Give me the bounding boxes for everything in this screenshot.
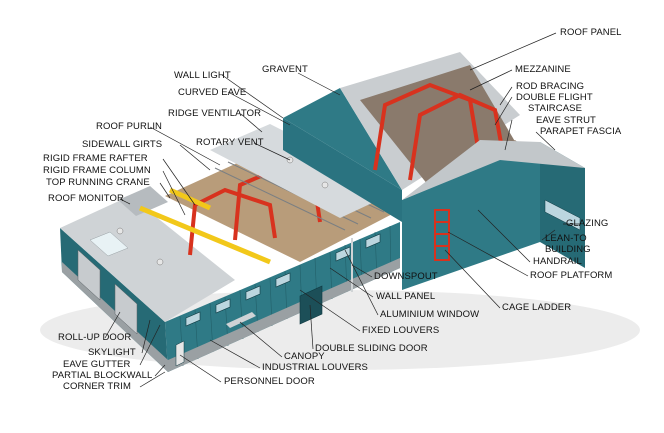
label-double-sliding-door: DOUBLE SLIDING DOOR <box>315 343 428 354</box>
label-top-running-crane: TOP RUNNING CRANE <box>46 177 150 188</box>
label-downspout: DOWNSPOUT <box>374 271 438 282</box>
label-cage-ladder: CAGE LADDER <box>502 302 572 313</box>
aluminium-windows <box>185 233 381 327</box>
tall-frames <box>373 82 507 181</box>
label-roof-platform: ROOF PLATFORM <box>530 270 613 281</box>
label-roof-monitor: ROOF MONITOR <box>48 193 124 204</box>
label-roof-purlin: ROOF PURLIN <box>96 121 163 132</box>
tall-front-wall <box>283 118 402 222</box>
tall-gable <box>283 88 402 190</box>
label-roll-up-door: ROLL-UP DOOR <box>58 332 132 343</box>
double-sliding-door-shape <box>299 285 323 325</box>
label-wall-panel: WALL PANEL <box>376 291 436 302</box>
label-handrail: HANDRAIL <box>533 256 582 267</box>
right-roof <box>210 124 400 218</box>
label-roof-panel: ROOF PANEL <box>560 27 622 38</box>
label-rod-bracing: ROD BRACING <box>516 81 585 92</box>
front-blockwall <box>168 258 400 372</box>
label-glazing: GLAZING <box>566 218 609 229</box>
label-fixed-louvers: FIXED LOUVERS <box>362 325 440 336</box>
label-rigid-frame-column: RIGID FRAME COLUMN <box>43 165 151 176</box>
roll-up-door-shape <box>77 249 101 301</box>
top-running-crane-shape <box>139 187 271 265</box>
label-eave-gutter: EAVE GUTTER <box>63 359 131 370</box>
label-wall-light: WALL LIGHT <box>174 70 231 81</box>
label-gravent: GRAVENT <box>262 64 308 75</box>
label-staircase: STAIRCASE <box>528 103 583 114</box>
lean-to-roof <box>402 140 585 200</box>
label-building: BUILDING <box>545 244 591 255</box>
lean-to-front <box>402 142 540 290</box>
canopy-shape <box>226 312 256 328</box>
label-sidewall-girts: SIDEWALL GIRTS <box>82 139 163 150</box>
label-parapet-fascia: PARAPET FASCIA <box>540 126 622 137</box>
label-personnel-door: PERSONNEL DOOR <box>224 376 315 387</box>
label-canopy: CANOPY <box>284 351 325 362</box>
glazing-shape <box>544 199 581 231</box>
skylight-shape <box>89 231 129 257</box>
roll-up-door-shape-2 <box>114 283 138 335</box>
interior-floor <box>165 148 400 262</box>
label-double-flight: DOUBLE FLIGHT <box>516 92 593 103</box>
label-rotary-vent: ROTARY VENT <box>196 137 264 148</box>
leader-lines <box>104 32 580 388</box>
personnel-door-shape <box>175 340 185 367</box>
label-corner-trim: CORNER TRIM <box>63 381 131 392</box>
front-sidewall <box>165 222 400 372</box>
label-ridge-ventilator: RIDGE VENTILATOR <box>168 108 262 119</box>
left-roof <box>60 196 235 322</box>
roof-monitor <box>118 186 168 216</box>
roof-platform-shape <box>434 209 450 261</box>
label-mezzanine: MEZZANINE <box>515 64 571 75</box>
label-industrial-louvers: INDUSTRIAL LOUVERS <box>262 362 368 373</box>
label-aluminium-window: ALUMINIUM WINDOW <box>380 309 480 320</box>
label-curved-eave: CURVED EAVE <box>178 87 247 98</box>
label-rigid-frame-rafter: RIGID FRAME RAFTER <box>43 153 148 164</box>
label-partial-blockwall: PARTIAL BLOCKWALL <box>52 370 153 381</box>
label-eave-strut: EAVE STRUT <box>536 115 596 126</box>
lean-to-side <box>540 142 585 268</box>
label-skylight: SKYLIGHT <box>88 347 136 358</box>
label-lean-to: LEAN-TO <box>545 233 587 244</box>
